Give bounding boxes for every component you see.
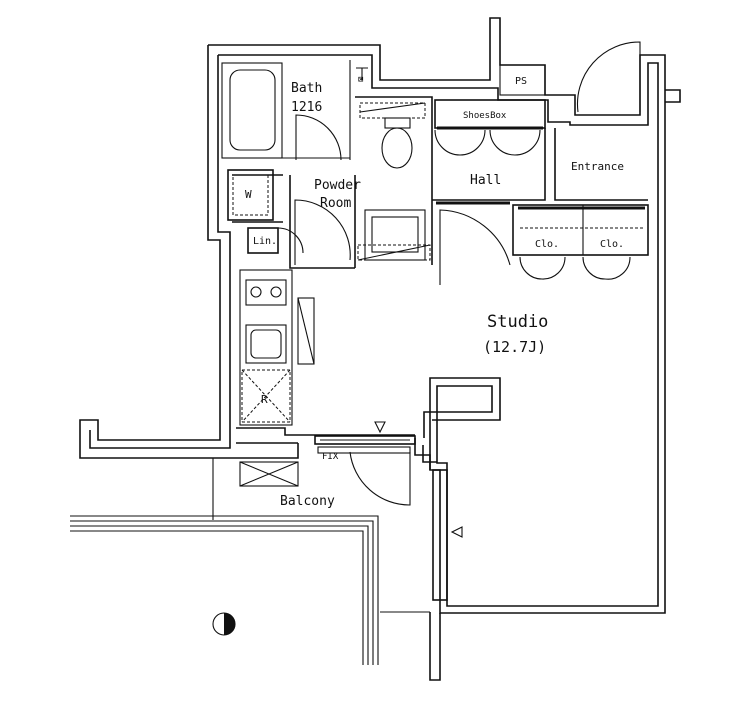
balcony-label: Balcony <box>280 494 335 509</box>
powder-room-label-1: Powder <box>314 178 361 193</box>
entrance <box>554 41 648 201</box>
shoes-box-label: ShoesBox <box>463 111 507 121</box>
entrance-label: Entrance <box>571 160 624 173</box>
hall <box>432 64 546 285</box>
closets <box>512 204 649 280</box>
room-labels: Bath 1216 Powder Room W Lin. R ShoesBox … <box>245 76 624 509</box>
laundry <box>227 169 304 254</box>
exterior-walls <box>79 17 681 681</box>
closet-label-2: Clo. <box>600 239 624 250</box>
hall-label: Hall <box>470 173 501 188</box>
kitchen-sink-icon <box>245 324 287 364</box>
powder-room-label-2: Room <box>320 196 351 211</box>
bath-room: ⊠ <box>221 60 368 161</box>
refrigerator-icon <box>241 369 291 423</box>
stove-icon <box>245 279 287 306</box>
studio-label: Studio <box>487 312 548 332</box>
bath-size-label: 1216 <box>291 100 322 115</box>
linen-label: Lin. <box>253 236 277 247</box>
kitchen <box>239 269 386 434</box>
balcony <box>70 458 379 665</box>
powder-room <box>232 96 433 269</box>
svg-text:⊠: ⊠ <box>358 75 363 85</box>
bath-label: Bath <box>291 81 322 96</box>
studio-size-label: (12.7J) <box>483 338 546 356</box>
fix-window-label: FIX <box>322 452 339 462</box>
windows <box>314 435 463 601</box>
refrigerator-label: R <box>261 393 268 406</box>
washer-label: W <box>245 188 252 201</box>
ps-label: PS <box>515 76 527 87</box>
north-compass-icon <box>212 612 236 636</box>
closet-label-1: Clo. <box>535 239 559 250</box>
